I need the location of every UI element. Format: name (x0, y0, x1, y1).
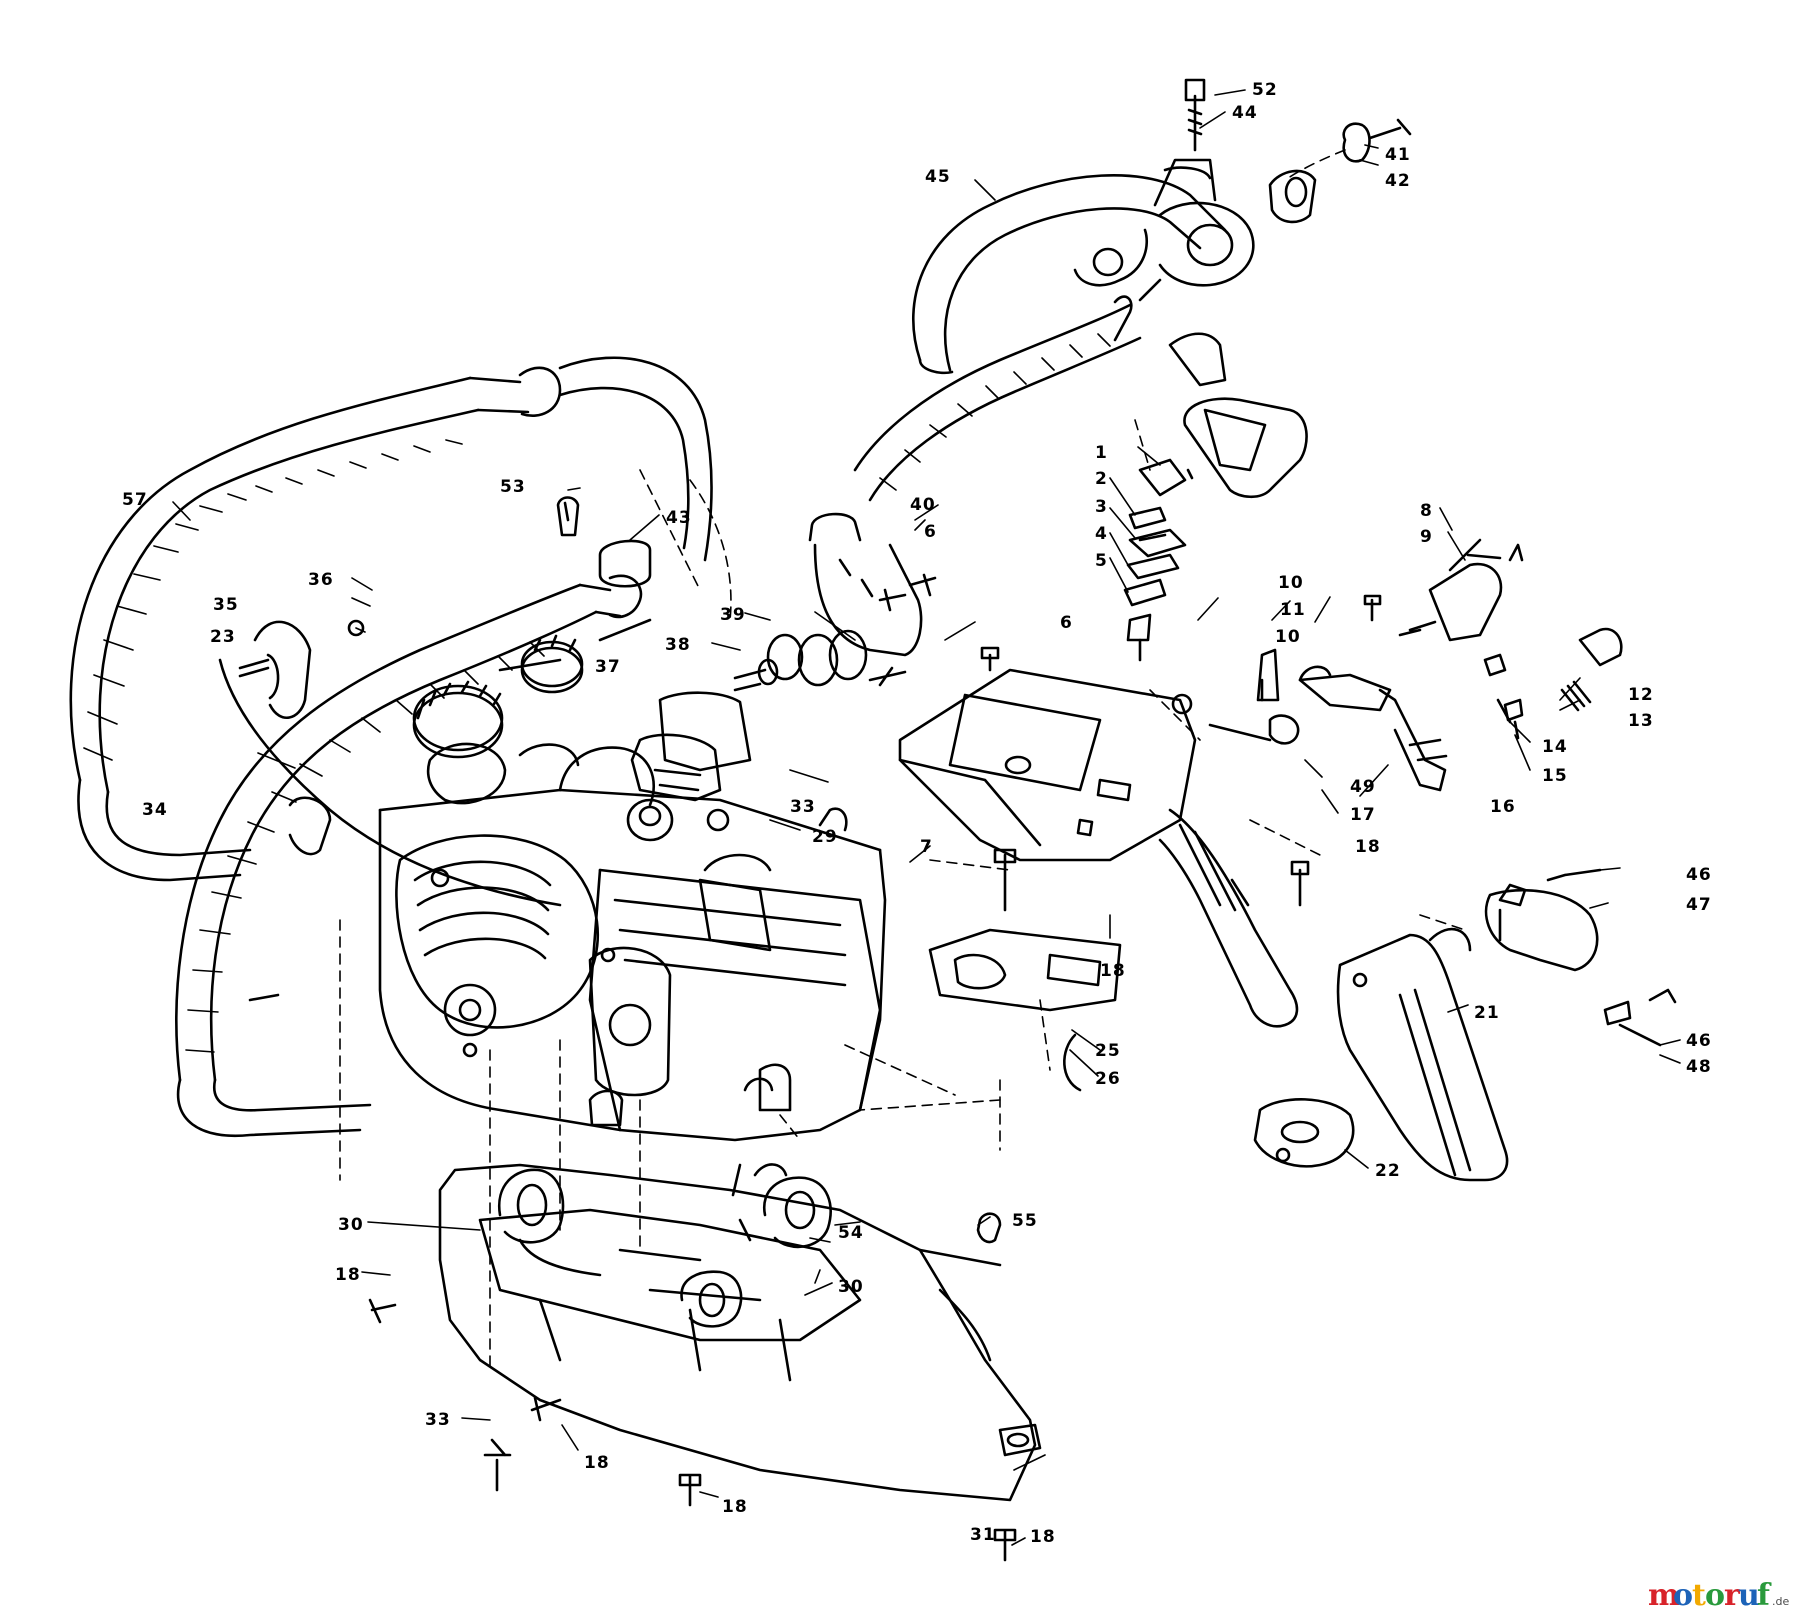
callout-5: 5 (1095, 551, 1108, 571)
callout-57: 57 (122, 490, 148, 510)
watermark-letter: f (1757, 1578, 1772, 1613)
watermark-letter: u (1738, 1578, 1760, 1613)
callout-29: 29 (812, 827, 838, 847)
callout-18-left: 18 (335, 1265, 361, 1285)
callout-46-lower: 46 (1686, 1031, 1712, 1051)
callout-30-right: 30 (838, 1277, 864, 1297)
callout-33-upper: 33 (790, 797, 816, 817)
callout-52: 52 (1252, 80, 1278, 100)
leader-lines (172, 89, 1681, 1546)
callout-26: 26 (1095, 1069, 1121, 1089)
callout-18-low: 18 (722, 1497, 748, 1517)
callout-55: 55 (1012, 1211, 1038, 1231)
callout-34: 34 (142, 800, 168, 820)
callout-49: 49 (1350, 777, 1376, 797)
handle-bracket-parts (238, 496, 652, 856)
callout-35: 35 (213, 595, 239, 615)
callout-22: 22 (1375, 1161, 1401, 1181)
callout-1: 1 (1095, 443, 1108, 463)
callout-8: 8 (1420, 501, 1433, 521)
bottom-plate-part (438, 1089, 1042, 1502)
callout-7: 7 (920, 837, 933, 857)
callout-33-lower: 33 (425, 1410, 451, 1430)
callout-36: 36 (308, 570, 334, 590)
air-filter-cover-part (898, 668, 1299, 1092)
watermark-letter: o (1673, 1578, 1693, 1613)
callout-44: 44 (1232, 103, 1258, 123)
callout-18-bottom: 18 (584, 1453, 610, 1473)
callout-17: 17 (1350, 805, 1376, 825)
callout-21: 21 (1474, 1003, 1500, 1023)
callout-15: 15 (1542, 766, 1568, 786)
callout-2: 2 (1095, 469, 1108, 489)
throttle-parts (1123, 458, 1623, 952)
callout-41: 41 (1385, 145, 1411, 165)
watermark-letter: t (1692, 1578, 1706, 1613)
callout-18-corner: 18 (1030, 1527, 1056, 1547)
side-cover-parts (1253, 868, 1677, 1182)
callout-11: 11 (1280, 600, 1306, 620)
callout-40: 40 (910, 495, 936, 515)
callout-10-upper: 10 (1278, 573, 1304, 593)
callout-9: 9 (1420, 527, 1433, 547)
callout-31: 31 (970, 1525, 996, 1545)
rear-handle-parts (853, 78, 1412, 502)
callout-37: 37 (595, 657, 621, 677)
watermark-letter: m (1648, 1578, 1680, 1613)
watermark-letter: o (1705, 1578, 1725, 1613)
callout-42: 42 (1385, 171, 1411, 191)
callout-54: 54 (838, 1223, 864, 1243)
callout-12: 12 (1628, 685, 1654, 705)
callout-47: 47 (1686, 895, 1712, 915)
callout-6-lower: 6 (1060, 613, 1073, 633)
fuel-caps-part (412, 618, 730, 842)
callout-30-left: 30 (338, 1215, 364, 1235)
callout-43: 43 (666, 508, 692, 528)
callout-23: 23 (210, 627, 236, 647)
callout-numbers: 52 44 41 42 45 57 53 43 40 6 1 2 3 4 5 8… (122, 80, 1712, 1547)
mount-parts (630, 512, 937, 802)
watermark-letter: r (1724, 1578, 1741, 1613)
callout-38: 38 (665, 635, 691, 655)
watermark-suffix: .de (1772, 1595, 1789, 1608)
callout-48: 48 (1686, 1057, 1712, 1077)
callout-13: 13 (1628, 711, 1654, 731)
callout-3: 3 (1095, 497, 1108, 517)
callout-46-upper: 46 (1686, 865, 1712, 885)
callout-45: 45 (925, 167, 951, 187)
callout-25: 25 (1095, 1041, 1121, 1061)
callout-6-upper: 6 (924, 522, 937, 542)
screws-and-bolts (248, 468, 1382, 1562)
assembly-dashed-lines (339, 149, 1466, 1371)
motoruf-watermark: m o t o r u f .de (1648, 1578, 1789, 1613)
callout-10-lower: 10 (1275, 627, 1301, 647)
callout-53: 53 (500, 477, 526, 497)
callout-18-filter: 18 (1100, 961, 1126, 981)
callout-14: 14 (1542, 737, 1568, 757)
callout-16: 16 (1490, 797, 1516, 817)
callout-18-side: 18 (1355, 837, 1381, 857)
callout-39: 39 (720, 605, 746, 625)
callout-4: 4 (1095, 524, 1108, 544)
